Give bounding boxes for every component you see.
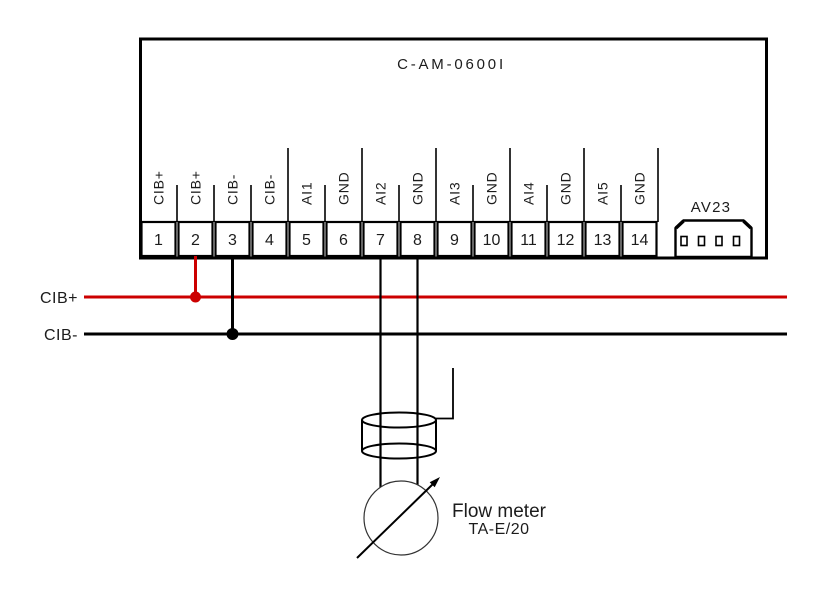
terminal-box <box>473 220 510 258</box>
terminal-label: AI1 <box>299 182 315 205</box>
cylinder-bottom-ellipse <box>361 442 437 460</box>
terminal-14: 14 GND <box>621 171 658 258</box>
terminal-label: AI4 <box>521 182 537 205</box>
terminal-number: 6 <box>339 232 348 249</box>
terminal-number: 10 <box>483 232 501 249</box>
connector-outline <box>674 219 753 259</box>
terminal-label: CIB+ <box>151 170 167 205</box>
terminal-box <box>214 220 251 258</box>
terminal-box <box>621 220 658 258</box>
terminal-number: 14 <box>631 232 649 249</box>
flow-meter-circle <box>363 480 439 556</box>
cib-minus-junction-dot <box>226 328 239 340</box>
terminal-box <box>399 220 436 258</box>
terminal-11: 11 AI4 <box>510 182 547 258</box>
terminal-5: 5 AI1 <box>288 182 325 258</box>
connector-corner-chamfer <box>742 219 753 230</box>
terminal-box <box>251 220 288 258</box>
terminal-box <box>436 220 473 258</box>
terminal-box <box>510 220 547 258</box>
terminal-label: CIB- <box>225 174 241 205</box>
connector-label: AV23 <box>691 199 731 216</box>
flow-meter-arrow-head <box>429 477 440 488</box>
terminal-number: 3 <box>228 232 237 249</box>
cib-plus-junction-dot <box>190 291 201 303</box>
cylinder-top-ellipse <box>361 411 437 429</box>
connector-pin <box>680 235 688 247</box>
terminal-6: 6 GND <box>325 171 362 258</box>
terminal-box <box>325 220 362 258</box>
connector-pin <box>732 235 741 247</box>
terminal-13: 13 AI5 <box>584 182 621 258</box>
flow-meter-model: TA-E/20 <box>469 521 530 538</box>
terminal-label: GND <box>410 171 426 205</box>
terminal-label: CIB+ <box>188 170 204 205</box>
terminal-label: GND <box>632 171 648 205</box>
cib-plus-label: CIB+ <box>40 290 78 307</box>
terminal-box <box>584 220 621 258</box>
terminal-label: AI3 <box>447 182 463 205</box>
flow-meter-arrow-line <box>356 482 435 559</box>
terminal-number: 5 <box>302 232 311 249</box>
terminal-4: 4 CIB- <box>251 174 288 258</box>
terminal-8: 8 GND <box>399 171 436 258</box>
terminal-number: 1 <box>154 232 163 249</box>
terminal-label: GND <box>484 171 500 205</box>
flow-meter-name: Flow meter <box>452 501 547 522</box>
terminal-number: 7 <box>376 232 385 249</box>
terminal-number: 4 <box>265 232 274 249</box>
terminal-10: 10 GND <box>473 171 510 258</box>
terminal-box <box>547 220 584 258</box>
sensor-stub-wire <box>436 368 454 420</box>
terminal-label: CIB- <box>262 174 278 205</box>
connector-corner-chamfer <box>674 219 685 230</box>
terminal-label: GND <box>336 171 352 205</box>
connector-pin <box>697 235 706 247</box>
terminal-number: 11 <box>520 232 537 249</box>
terminal-label: GND <box>558 171 574 205</box>
cib-minus-label: CIB- <box>44 327 78 344</box>
terminal-12: 12 GND <box>547 171 584 258</box>
terminal-number: 13 <box>594 232 612 249</box>
terminal-label: AI2 <box>373 182 389 205</box>
terminal-number: 12 <box>557 232 575 249</box>
terminal-label: AI5 <box>595 182 611 205</box>
module-title: C-AM-0600I <box>397 56 506 73</box>
terminal-number: 2 <box>191 232 200 249</box>
terminal-1: 1 CIB+ <box>140 170 177 258</box>
terminal-9: 9 AI3 <box>436 182 473 258</box>
connector-pin <box>715 235 723 247</box>
terminal-number: 9 <box>450 232 459 249</box>
terminal-3: 3 CIB- <box>214 174 251 258</box>
terminal-box <box>288 220 325 258</box>
terminal-number: 8 <box>413 232 422 249</box>
terminal-box <box>140 220 177 258</box>
